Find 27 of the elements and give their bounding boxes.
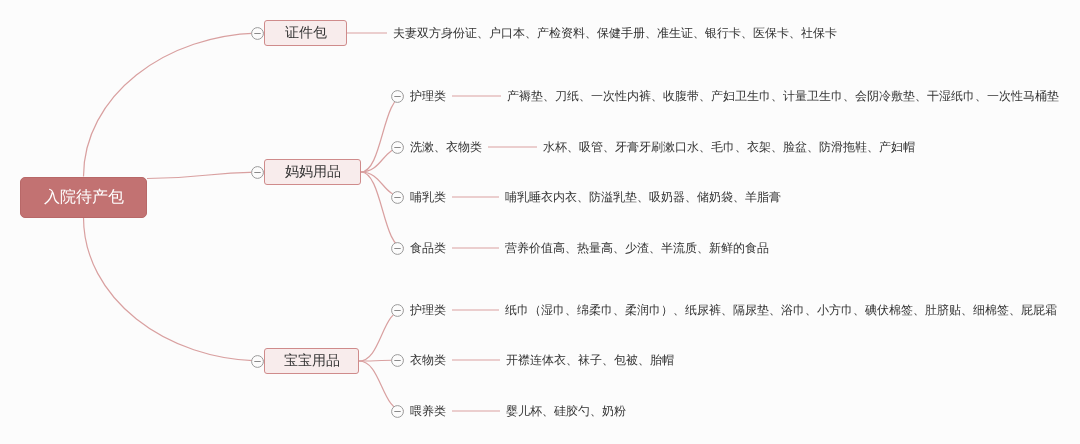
- branch-label: 洗漱、衣物类: [404, 139, 488, 155]
- branch-line: [451, 309, 500, 311]
- item-list-text: 夫妻双方身份证、户口本、产检资料、保健手册、准生证、银行卡、医保卡、社保卡: [387, 25, 837, 41]
- topic-box: 宝宝用品: [264, 348, 359, 374]
- topic-box: 证件包: [264, 20, 347, 46]
- branch-line: [451, 196, 500, 198]
- root-topic-box: 入院待产包: [20, 176, 147, 218]
- branch-line: [487, 146, 538, 148]
- branch-line: [451, 410, 501, 412]
- item-list-text: 纸巾（湿巾、绵柔巾、柔润巾）、纸尿裤、隔尿垫、浴巾、小方巾、碘伏棉签、肚脐贴、细棉签、屁屁霜: [499, 302, 1057, 318]
- item-list-text: 哺乳睡衣内衣、防溢乳垫、吸奶器、储奶袋、羊脂膏: [499, 189, 781, 205]
- branch-label: 衣物类: [404, 352, 452, 368]
- branch-label: 哺乳类: [404, 189, 452, 205]
- branch-line: [451, 359, 501, 361]
- item-list-text: 婴儿杯、硅胶勺、奶粉: [500, 403, 626, 419]
- branch-label: 护理类: [404, 302, 452, 318]
- branch-label: 食品类: [404, 240, 452, 256]
- branch-label: 喂养类: [404, 403, 452, 419]
- item-list-text: 开襟连体衣、袜子、包被、胎帽: [500, 352, 674, 368]
- item-list-text: 营养价值高、热量高、少渣、半流质、新鲜的食品: [499, 240, 769, 256]
- item-list-text: 产褥垫、刀纸、一次性内裤、收腹带、产妇卫生巾、计量卫生巾、会阴冷敷垫、干湿纸巾、一次性马桶垫: [501, 88, 1059, 104]
- item-list-text: 水杯、吸管、牙膏牙刷漱口水、毛巾、衣架、脸盆、防滑拖鞋、产妇帽: [537, 139, 915, 155]
- branch-line: [451, 247, 500, 249]
- topic-box: 妈妈用品: [264, 159, 361, 185]
- branch-line: [451, 95, 502, 97]
- branch-line: [346, 32, 388, 34]
- branch-label: 护理类: [404, 88, 452, 104]
